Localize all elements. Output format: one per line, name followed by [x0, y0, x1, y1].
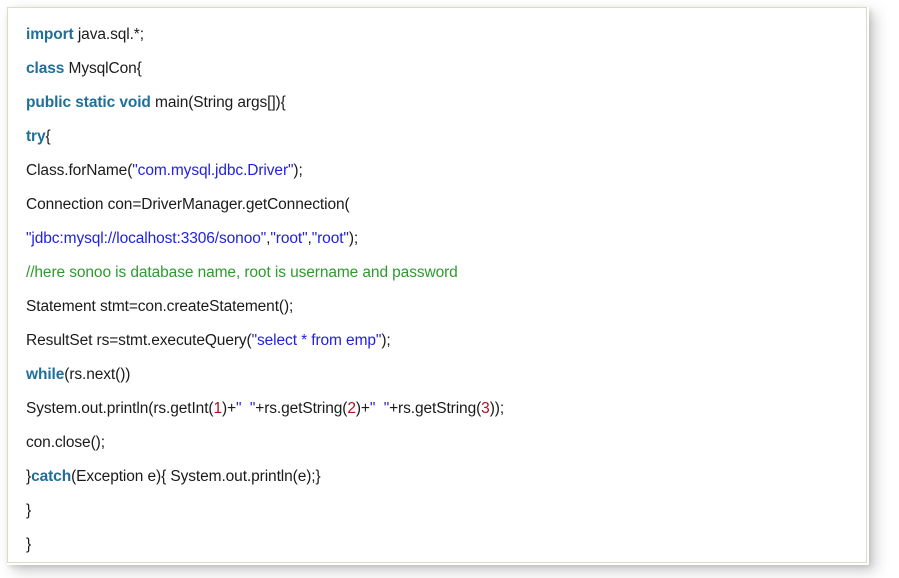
code-token-plain: (Exception e){ System.out.println(e);}	[71, 468, 321, 485]
code-line: ResultSet rs=stmt.executeQuery("select *…	[26, 324, 862, 358]
code-line: Statement stmt=con.createStatement();	[26, 290, 862, 324]
code-token-kw: public static void	[26, 94, 151, 111]
code-line: Connection con=DriverManager.getConnecti…	[26, 188, 862, 222]
code-token-plain: ,	[266, 230, 271, 247]
code-token-plain: Connection con=DriverManager.getConnecti…	[26, 196, 350, 213]
code-token-str: "select * from emp"	[251, 332, 382, 349]
code-token-kw: while	[26, 366, 65, 383]
code-line: con.close();	[26, 426, 862, 460]
code-token-plain: ));	[489, 400, 505, 417]
code-token-plain: }	[26, 468, 32, 485]
code-token-kw: import	[26, 26, 74, 43]
code-token-num: 1	[213, 400, 223, 417]
code-line: try{	[26, 120, 862, 154]
code-token-kw: catch	[31, 468, 72, 485]
code-listing[interactable]: import java.sql.*;class MysqlCon{public …	[26, 18, 862, 562]
code-token-plain: }	[26, 536, 32, 553]
code-line: //here sonoo is database name, root is u…	[26, 256, 862, 290]
code-line: while(rs.next())	[26, 358, 862, 392]
code-token-plain: Statement stmt=con.createStatement();	[26, 298, 294, 315]
code-token-plain: }	[26, 502, 32, 519]
code-token-plain: System.out.println(rs.getInt(	[26, 400, 214, 417]
code-line: }	[26, 494, 862, 528]
code-token-num: 3	[481, 400, 490, 417]
code-line: }	[26, 528, 862, 562]
code-token-plain: +rs.getString(	[255, 400, 348, 417]
code-line: "jdbc:mysql://localhost:3306/sonoo","roo…	[26, 222, 862, 256]
code-line: class MysqlCon{	[26, 52, 862, 86]
code-token-str: " "	[236, 400, 256, 417]
code-line: public static void main(String args[]){	[26, 86, 862, 120]
code-token-str: "root"	[270, 230, 308, 247]
code-token-plain: main(String args[]){	[150, 94, 286, 111]
code-token-plain: ,	[307, 230, 312, 247]
code-line: System.out.println(rs.getInt(1)+" "+rs.g…	[26, 392, 862, 426]
code-line: import java.sql.*;	[26, 18, 862, 52]
code-token-str: " "	[369, 400, 390, 417]
code-token-plain: MysqlCon{	[64, 60, 142, 77]
code-token-plain: (rs.next())	[64, 366, 131, 383]
code-snippet-box: import java.sql.*;class MysqlCon{public …	[7, 7, 867, 563]
code-token-plain: con.close();	[26, 434, 105, 451]
code-token-plain: );	[293, 162, 303, 179]
code-token-plain: Class.forName(	[26, 162, 133, 179]
code-token-str: "root"	[311, 230, 349, 247]
code-token-str: "com.mysql.jdbc.Driver"	[132, 162, 294, 179]
code-token-plain: ResultSet rs=stmt.executeQuery(	[26, 332, 252, 349]
code-token-plain: java.sql.*;	[73, 26, 144, 43]
code-token-kw: try	[26, 128, 46, 145]
code-token-kw: class	[26, 60, 65, 77]
code-token-plain: );	[381, 332, 391, 349]
code-token-str: "jdbc:mysql://localhost:3306/sonoo"	[26, 230, 267, 247]
code-token-plain: {	[45, 128, 51, 145]
code-token-plain: +rs.getString(	[389, 400, 482, 417]
code-token-cmt: //here sonoo is database name, root is u…	[26, 264, 458, 281]
code-token-plain: )+	[222, 400, 237, 417]
code-line: }catch(Exception e){ System.out.println(…	[26, 460, 862, 494]
code-token-num: 2	[347, 400, 356, 417]
code-token-plain: );	[348, 230, 359, 247]
code-token-plain: )+	[355, 400, 370, 417]
code-line: Class.forName("com.mysql.jdbc.Driver");	[26, 154, 862, 188]
